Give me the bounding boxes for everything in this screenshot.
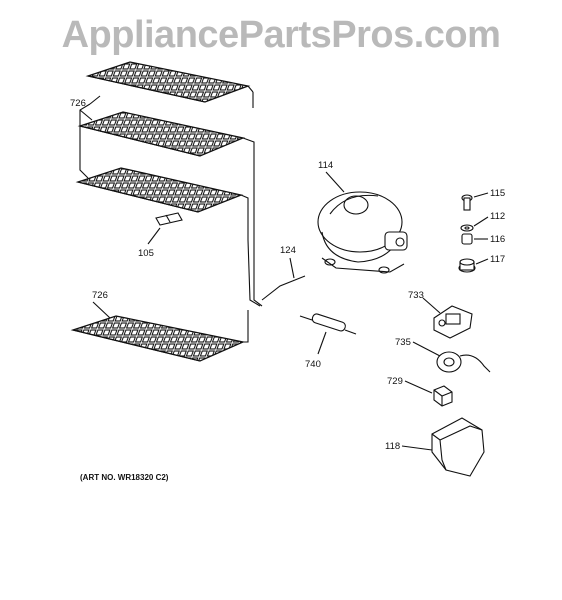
drier-part[interactable] bbox=[299, 313, 357, 355]
sleeve-part[interactable] bbox=[461, 233, 488, 245]
callout-733: 733 bbox=[408, 290, 424, 301]
callout-124: 124 bbox=[280, 245, 296, 256]
overload-part[interactable] bbox=[412, 341, 491, 373]
shelf-3[interactable] bbox=[75, 167, 263, 307]
bolt-part[interactable] bbox=[461, 192, 489, 211]
callout-726-bottom: 726 bbox=[92, 290, 108, 301]
shelf-1[interactable] bbox=[85, 61, 254, 108]
terminal-cap-part[interactable] bbox=[404, 380, 453, 407]
clip-part[interactable] bbox=[147, 212, 183, 245]
callout-735: 735 bbox=[395, 337, 411, 348]
callout-105: 105 bbox=[138, 248, 154, 259]
callout-114: 114 bbox=[318, 160, 333, 171]
cover-part[interactable] bbox=[401, 417, 485, 477]
grommet-part[interactable] bbox=[458, 258, 489, 273]
heater-tube[interactable] bbox=[261, 257, 306, 301]
relay-part[interactable] bbox=[422, 297, 473, 339]
shelf-4[interactable] bbox=[70, 310, 249, 362]
callout-116: 116 bbox=[490, 234, 505, 245]
art-number: (ART NO. WR18320 C2) bbox=[80, 473, 169, 482]
shelf-2[interactable] bbox=[77, 111, 255, 198]
callout-117: 117 bbox=[490, 254, 505, 265]
callout-118: 118 bbox=[385, 441, 400, 452]
watermark-logo: AppliancePartsPros.com bbox=[61, 14, 501, 56]
callout-112: 112 bbox=[490, 211, 505, 222]
callout-726-top: 726 bbox=[70, 98, 86, 109]
compressor-part[interactable] bbox=[317, 171, 408, 274]
callout-729: 729 bbox=[387, 376, 403, 387]
washer-part[interactable] bbox=[460, 216, 489, 232]
callout-115: 115 bbox=[490, 188, 505, 199]
callout-740: 740 bbox=[305, 359, 321, 370]
